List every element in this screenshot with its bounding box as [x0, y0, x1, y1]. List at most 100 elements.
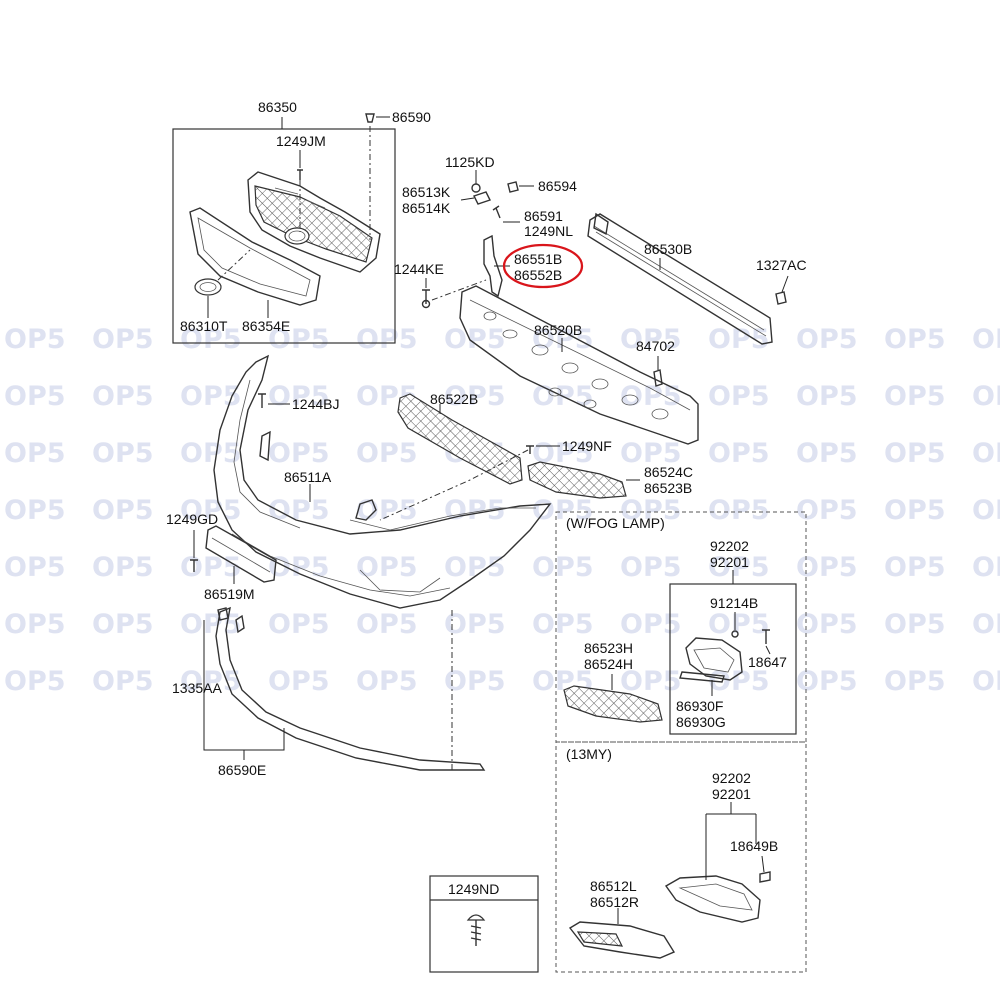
watermark-text: OP5	[796, 666, 858, 697]
watermark-text: OP5	[4, 666, 66, 697]
watermark-text: OP5	[444, 324, 506, 355]
emblem-86310T	[194, 278, 222, 296]
label-86590: 86590	[392, 109, 431, 125]
label-1244BJ: 1244BJ	[292, 396, 339, 412]
label-86930G: 86930G	[676, 714, 726, 730]
label-92202-13my: 92202	[712, 770, 751, 786]
watermark-text: OP5	[4, 495, 66, 526]
13my-title: (13MY)	[566, 746, 612, 762]
watermark-text: OP5	[796, 495, 858, 526]
fog-lamp-box	[555, 511, 807, 743]
label-86350: 86350	[258, 99, 297, 115]
grille-molding-86354E	[189, 207, 321, 306]
watermark-text: OP5	[532, 609, 594, 640]
watermark-text: OP5	[708, 381, 770, 412]
watermark-text: OP5	[444, 381, 506, 412]
label-1249NL: 1249NL	[524, 223, 573, 239]
fog-cover-86523H	[563, 685, 663, 723]
label-86523H: 86523H	[584, 640, 633, 656]
label-86512R: 86512R	[590, 894, 639, 910]
clip-1335AA	[217, 607, 229, 621]
screw-86591	[492, 205, 501, 219]
screw-1249GD	[190, 559, 198, 572]
watermark-text: OP5	[972, 552, 1000, 583]
watermark-text: OP5	[884, 495, 946, 526]
screw-1249ND-box	[429, 875, 539, 973]
watermark-text: OP5	[180, 324, 242, 355]
bumper-beam-86530B	[587, 212, 789, 345]
watermark-text: OP5	[4, 438, 66, 469]
label-18647: 18647	[748, 654, 787, 670]
license-bracket-86519M	[190, 525, 277, 584]
label-92202-fog: 92202	[710, 538, 749, 554]
label-91214B: 91214B	[710, 595, 758, 611]
watermark-text: OP5	[4, 609, 66, 640]
watermark-text: OP5	[356, 666, 418, 697]
watermark-text: OP5	[972, 381, 1000, 412]
label-1249JM: 1249JM	[276, 133, 326, 149]
label-86530B: 86530B	[644, 241, 692, 257]
highlight-circle	[502, 243, 584, 289]
label-86310T: 86310T	[180, 318, 228, 334]
watermark-text: OP5	[620, 552, 682, 583]
labels: 86350 86590 1249JM 86310T 86354E 1125KD …	[166, 99, 807, 910]
label-86523B: 86523B	[644, 480, 692, 496]
13my-box	[555, 741, 807, 973]
bolt-1125KD	[471, 183, 481, 193]
grille-frame-box	[172, 128, 396, 344]
label-86520B: 86520B	[534, 322, 582, 338]
label-86354E: 86354E	[242, 318, 290, 334]
watermark-text: OP5	[268, 438, 330, 469]
watermark-text: OP5	[356, 438, 418, 469]
bracket-86551B	[483, 234, 503, 298]
watermark-text: OP5	[972, 495, 1000, 526]
bolt-1244BJ	[258, 393, 266, 408]
watermark-text: OP5	[180, 438, 242, 469]
bracket-86513K	[473, 191, 491, 205]
clip-86594	[507, 181, 519, 193]
watermark-text: OP5	[92, 324, 154, 355]
watermark-grid: OP5OP5OP5OP5OP5OP5OP5OP5OP5OP5OP5OP5OP5O…	[4, 324, 1000, 697]
label-86930F: 86930F	[676, 698, 723, 714]
watermark-text: OP5	[884, 438, 946, 469]
watermark-text: OP5	[972, 666, 1000, 697]
label-86513K: 86513K	[402, 184, 451, 200]
bracket-hardware-group	[421, 170, 584, 309]
watermark-text: OP5	[620, 495, 682, 526]
fog-lamp-92202	[685, 637, 743, 681]
watermark-text: OP5	[180, 609, 242, 640]
watermark-text: OP5	[4, 324, 66, 355]
watermark-text: OP5	[532, 324, 594, 355]
watermark-text: OP5	[620, 381, 682, 412]
label-86552B: 86552B	[514, 267, 562, 283]
watermark-text: OP5	[972, 609, 1000, 640]
watermark-text: OP5	[884, 552, 946, 583]
watermark-text: OP5	[4, 381, 66, 412]
screw-18649B	[759, 871, 771, 883]
label-86551B: 86551B	[514, 251, 562, 267]
label-1249GD: 1249GD	[166, 511, 218, 527]
screw-1249JM	[297, 169, 303, 180]
watermark-text: OP5	[356, 609, 418, 640]
watermark-text: OP5	[268, 609, 330, 640]
watermark-text: OP5	[268, 381, 330, 412]
watermark-text: OP5	[444, 609, 506, 640]
watermark-text: OP5	[972, 324, 1000, 355]
watermark-text: OP5	[268, 666, 330, 697]
bulb-91214B	[731, 630, 739, 638]
watermark-text: OP5	[796, 552, 858, 583]
watermark-text: OP5	[884, 381, 946, 412]
radiator-grille-86350	[247, 171, 381, 273]
watermark-text: OP5	[796, 324, 858, 355]
watermark-text: OP5	[972, 438, 1000, 469]
label-1327AC: 1327AC	[756, 257, 807, 273]
label-86594: 86594	[538, 178, 577, 194]
watermark-text: OP5	[356, 552, 418, 583]
nut-1327AC	[775, 291, 787, 305]
lip-spoiler-86590E	[203, 606, 486, 771]
part-84702	[653, 369, 663, 387]
screw-1249ND-icon	[466, 914, 486, 921]
label-1244KE: 1244KE	[394, 261, 444, 277]
watermark-text: OP5	[796, 438, 858, 469]
